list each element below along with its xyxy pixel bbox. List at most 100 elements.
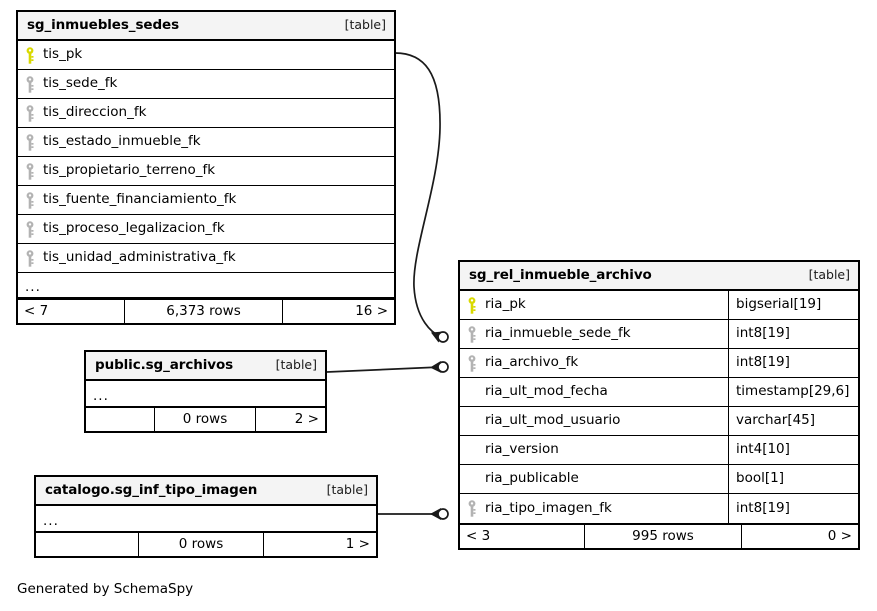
- column-label: tis_unidad_administrativa_fk: [43, 249, 236, 266]
- table-title: public.sg_archivos: [95, 356, 234, 373]
- table-header: sg_rel_inmueble_archivo [table]: [460, 262, 858, 291]
- column-name-cell: ria_version: [460, 436, 728, 464]
- column-label: tis_estado_inmueble_fk: [43, 133, 201, 150]
- footer-parent-count[interactable]: [36, 533, 138, 556]
- table-sg-rel-inmueble-archivo[interactable]: sg_rel_inmueble_archivo [table] ria_pk b…: [458, 260, 860, 550]
- footer-parent-count[interactable]: < 3: [466, 527, 491, 544]
- column-name-cell: tis_estado_inmueble_fk: [18, 128, 394, 156]
- footer-child-count[interactable]: 1 >: [345, 535, 370, 552]
- column-name-cell: tis_direccion_fk: [18, 99, 394, 127]
- table-type-tag: [table]: [344, 17, 386, 33]
- column-name-cell: tis_fuente_financiamiento_fk: [18, 186, 394, 214]
- footer-row-count: 6,373 rows: [124, 300, 283, 323]
- column-row[interactable]: ria_ult_mod_usuario varchar[45]: [460, 407, 858, 436]
- footer-row-count: 0 rows: [154, 408, 256, 431]
- column-list: ...: [86, 381, 325, 406]
- foreign-key-icon: [468, 325, 476, 343]
- column-label: tis_direccion_fk: [43, 104, 147, 121]
- column-name-cell: ria_ult_mod_usuario: [460, 407, 728, 435]
- column-type-cell: varchar[45]: [728, 407, 858, 435]
- table-footer: < 3 995 rows 0 >: [460, 523, 858, 548]
- column-name-cell: ria_pk: [460, 291, 728, 319]
- column-name-cell: ria_ult_mod_fecha: [460, 378, 728, 406]
- table-header: catalogo.sg_inf_tipo_imagen [table]: [36, 477, 376, 506]
- column-label: ria_ult_mod_usuario: [485, 412, 621, 429]
- column-row[interactable]: ria_publicable bool[1]: [460, 465, 858, 494]
- primary-key-icon: [468, 296, 476, 314]
- column-list: ...: [36, 506, 376, 531]
- column-label: ria_version: [485, 441, 559, 458]
- column-label: ria_tipo_imagen_fk: [485, 499, 612, 516]
- column-name-cell: tis_pk: [18, 41, 394, 69]
- foreign-key-icon: [26, 191, 34, 209]
- column-row[interactable]: ria_version int4[10]: [460, 436, 858, 465]
- table-title: sg_rel_inmueble_archivo: [469, 266, 652, 283]
- foreign-key-icon: [26, 133, 34, 151]
- foreign-key-icon: [26, 249, 34, 267]
- column-label: ria_inmueble_sede_fk: [485, 325, 631, 342]
- footer-child-count[interactable]: 16 >: [355, 302, 388, 319]
- more-columns-indicator: ...: [43, 512, 59, 529]
- column-label: tis_propietario_terreno_fk: [43, 162, 216, 179]
- column-type-cell: int4[10]: [728, 436, 858, 464]
- column-row[interactable]: ria_inmueble_sede_fk int8[19]: [460, 320, 858, 349]
- column-label: ria_publicable: [485, 470, 579, 487]
- column-name-cell: tis_unidad_administrativa_fk: [18, 244, 394, 272]
- column-row[interactable]: ria_tipo_imagen_fk int8[19]: [460, 494, 858, 523]
- foreign-key-icon: [26, 75, 34, 93]
- column-label: ria_ult_mod_fecha: [485, 383, 608, 400]
- column-row[interactable]: tis_fuente_financiamiento_fk: [18, 186, 394, 215]
- footer-child-count[interactable]: 0 >: [827, 527, 852, 544]
- column-row[interactable]: tis_propietario_terreno_fk: [18, 157, 394, 186]
- column-label: tis_fuente_financiamiento_fk: [43, 191, 237, 208]
- table-public-sg-archivos[interactable]: public.sg_archivos [table] ... 0 rows 2 …: [84, 350, 327, 433]
- column-type-cell: int8[19]: [728, 349, 858, 377]
- column-row[interactable]: tis_unidad_administrativa_fk: [18, 244, 394, 273]
- footer-child-count[interactable]: 2 >: [294, 410, 319, 427]
- table-catalogo-sg-inf-tipo-imagen[interactable]: catalogo.sg_inf_tipo_imagen [table] ... …: [34, 475, 378, 558]
- column-row[interactable]: ria_archivo_fk int8[19]: [460, 349, 858, 378]
- column-list: ria_pk bigserial[19] ria_inmueble_sede_f…: [460, 291, 858, 523]
- table-title: catalogo.sg_inf_tipo_imagen: [45, 481, 258, 498]
- column-type-cell: bigserial[19]: [728, 291, 858, 319]
- column-row[interactable]: tis_estado_inmueble_fk: [18, 128, 394, 157]
- foreign-key-icon: [26, 162, 34, 180]
- table-footer: < 7 6,373 rows 16 >: [18, 298, 394, 323]
- footer-row-count: 995 rows: [584, 525, 742, 548]
- generated-by-caption: Generated by SchemaSpy: [17, 581, 194, 597]
- column-type-cell: bool[1]: [728, 465, 858, 493]
- footer-parent-count[interactable]: < 7: [24, 302, 49, 319]
- column-row[interactable]: tis_direccion_fk: [18, 99, 394, 128]
- more-columns-indicator: ...: [93, 387, 109, 404]
- connector-tipo-imagen: [378, 508, 449, 520]
- foreign-key-icon: [26, 220, 34, 238]
- column-row[interactable]: tis_proceso_legalizacion_fk: [18, 215, 394, 244]
- table-footer: 0 rows 2 >: [86, 406, 325, 431]
- connector-archivo: [326, 361, 449, 373]
- column-list: tis_pk tis_sede_fk: [18, 41, 394, 298]
- foreign-key-icon: [26, 104, 34, 122]
- column-label: tis_proceso_legalizacion_fk: [43, 220, 225, 237]
- footer-parent-count[interactable]: [86, 408, 154, 431]
- column-name-cell: ria_publicable: [460, 465, 728, 493]
- column-row[interactable]: tis_sede_fk: [18, 70, 394, 99]
- table-type-tag: [table]: [808, 267, 850, 283]
- foreign-key-icon: [468, 500, 476, 517]
- table-header: sg_inmuebles_sedes [table]: [18, 12, 394, 41]
- column-name-cell: ria_archivo_fk: [460, 349, 728, 377]
- foreign-key-icon: [468, 354, 476, 372]
- column-row[interactable]: tis_pk: [18, 41, 394, 70]
- column-name-cell: ria_tipo_imagen_fk: [460, 494, 728, 523]
- table-title: sg_inmuebles_sedes: [27, 16, 179, 33]
- column-label: tis_sede_fk: [43, 75, 118, 92]
- more-columns-indicator: ...: [18, 273, 394, 298]
- table-type-tag: [table]: [275, 357, 317, 373]
- column-row[interactable]: ria_pk bigserial[19]: [460, 291, 858, 320]
- connector-inmueble-sede: [394, 52, 449, 343]
- column-type-cell: int8[19]: [728, 320, 858, 348]
- table-sg-inmuebles-sedes[interactable]: sg_inmuebles_sedes [table] tis_pk: [16, 10, 396, 325]
- column-type-cell: timestamp[29,6]: [728, 378, 858, 406]
- table-type-tag: [table]: [326, 482, 368, 498]
- column-row[interactable]: ria_ult_mod_fecha timestamp[29,6]: [460, 378, 858, 407]
